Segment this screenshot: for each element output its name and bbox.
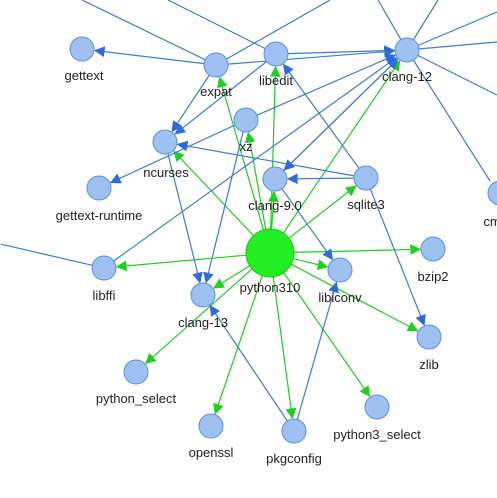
edge-sqlite3-to-libedit [282, 63, 360, 169]
edge-python310-to-ncurses [173, 150, 254, 237]
edge-sqlite3-to-zlib [369, 188, 426, 326]
background-edge [406, 49, 491, 182]
edge-python310-to-python_select [144, 268, 253, 365]
node-cm[interactable] [487, 180, 497, 206]
background-edge [406, 11, 497, 51]
node-python310[interactable] [245, 228, 295, 278]
node-label-libffi: libffi [93, 288, 116, 303]
node-label-clang-12: clang-12 [382, 69, 432, 84]
edge-ncurses-to-clang-13 [167, 153, 203, 284]
node-label-gettext-runtime: gettext-runtime [56, 208, 143, 223]
edge-xz-to-clang-13 [203, 131, 244, 284]
node-label-python3_select: python3_select [333, 427, 421, 442]
node-label-openssl: openssl [189, 445, 234, 460]
node-clang-9.0[interactable] [262, 166, 288, 192]
node-labels: gettext expat libedit clang-12 xz ncurses gett… [56, 68, 497, 466]
node-label-python310: python310 [240, 280, 301, 295]
edge-python310-to-libffi [115, 254, 247, 272]
background-edge [406, 49, 497, 96]
node-libiconv[interactable] [327, 257, 353, 283]
edge-expat-to-clang-12 [227, 46, 396, 65]
node-expat[interactable] [203, 52, 229, 78]
edge-python310-to-openssl [213, 275, 263, 415]
edge-pkgconfig-to-clang-13 [209, 304, 288, 422]
edge-libffi-to-clang-12 [113, 56, 398, 262]
edge-python310-to-xz [244, 131, 267, 230]
edge-clang-12-to-clang-9.0 [283, 57, 399, 171]
edge-python310-to-expat [217, 76, 264, 231]
edge-python310-to-pkgconfig [272, 276, 297, 420]
node-bzip2[interactable] [420, 236, 446, 262]
edge-python310-to-libiconv [293, 258, 329, 270]
node-clang-13[interactable] [190, 282, 216, 308]
edge-expat-to-ncurses [171, 74, 210, 133]
edge-clang-9.0-to-libiconv [281, 188, 334, 261]
node-label-zlib: zlib [419, 357, 439, 372]
background-edge [167, 0, 277, 55]
node-python_select[interactable] [123, 359, 149, 385]
node-label-ncurses: ncurses [143, 165, 189, 180]
node-label-pkgconfig: pkgconfig [266, 451, 322, 466]
node-python3_select[interactable] [364, 394, 390, 420]
node-label-clang-9.0: clang-9.0 [248, 198, 301, 213]
background-edge [406, 41, 497, 51]
edge-python310-to-zlib [290, 263, 419, 332]
edge-expat-to-gettext [93, 46, 205, 65]
node-libffi[interactable] [91, 255, 117, 281]
background-edges [81, 0, 497, 182]
node-ncurses[interactable] [152, 129, 178, 155]
edge-python310-to-clang-9.0 [268, 190, 279, 230]
edge-python310-to-clang-12 [282, 59, 401, 234]
edge-libffi-to-offscreen-left [0, 243, 93, 266]
nodes [69, 36, 497, 444]
edge-python310-to-clang-13 [213, 265, 251, 289]
background-edge [215, 0, 331, 66]
edges [0, 45, 426, 422]
node-openssl[interactable] [198, 413, 224, 439]
node-xz[interactable] [233, 107, 259, 133]
node-pkgconfig[interactable] [281, 418, 307, 444]
node-label-python_select: python_select [96, 391, 177, 406]
node-label-expat: expat [200, 84, 232, 99]
node-label-gettext: gettext [64, 68, 103, 83]
edge-python310-to-python3_select [283, 272, 371, 398]
edge-pkgconfig-to-libiconv [296, 281, 339, 420]
edge-python310-to-bzip2 [293, 244, 422, 255]
node-gettext-runtime[interactable] [86, 175, 112, 201]
node-label-libedit: libedit [259, 73, 293, 88]
node-clang-12[interactable] [394, 37, 420, 63]
node-zlib[interactable] [416, 324, 442, 350]
edge-sqlite3-to-ncurses [176, 140, 355, 177]
node-label-clang-13: clang-13 [178, 315, 228, 330]
edge-libedit-to-ncurses [174, 61, 267, 135]
edge-python310-to-sqlite3 [288, 185, 357, 239]
edge-sqlite3-to-clang-9.0 [286, 173, 355, 185]
background-edge [81, 0, 217, 66]
node-gettext[interactable] [69, 36, 95, 62]
node-label-cm: cm [483, 214, 497, 229]
node-label-sqlite3: sqlite3 [347, 197, 385, 212]
edge-python310-to-libedit [269, 65, 281, 230]
node-libedit[interactable] [263, 41, 289, 67]
node-label-libiconv: libiconv [318, 290, 362, 305]
edge-xz-to-clang-12 [256, 54, 397, 116]
node-sqlite3[interactable] [353, 165, 379, 191]
node-label-bzip2: bzip2 [417, 269, 448, 284]
edge-xz-to-gettext-runtime [109, 124, 236, 184]
edge-libedit-to-clang-12 [287, 45, 396, 57]
node-label-xz: xz [240, 139, 253, 154]
